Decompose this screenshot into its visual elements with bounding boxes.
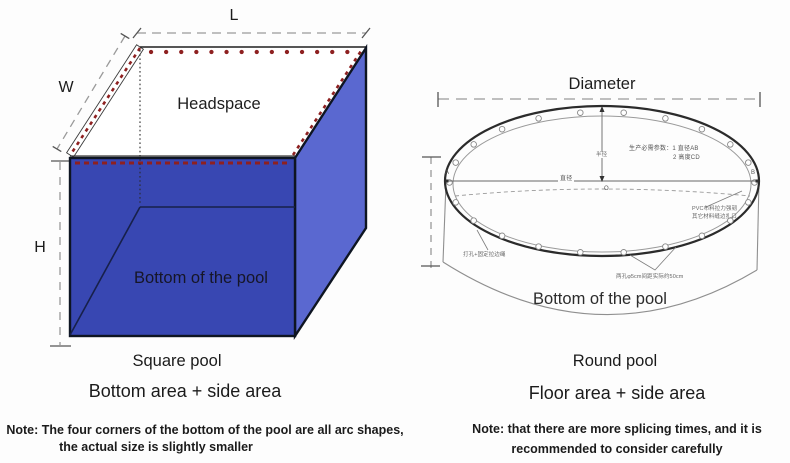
params-note-line1: 生产必需参数：1 直径AB — [629, 146, 699, 152]
cylinder-bottom-edge — [442, 261, 758, 316]
square-bottom-label: Bottom of the pool — [134, 269, 268, 287]
round-pool-formula: Floor area + side area — [528, 383, 706, 403]
grommet-hole — [470, 141, 477, 148]
point-a-label: A — [445, 170, 450, 176]
grommet-hole — [498, 125, 506, 133]
round-pool-note-line1: Note: that there are more splicing times… — [472, 422, 762, 436]
dim-h-label: H — [34, 239, 46, 256]
grommet-hole — [577, 249, 584, 256]
grommet-hole — [727, 141, 734, 148]
square-pool-title: Square pool — [132, 352, 222, 370]
pool-front-wall — [68, 156, 297, 338]
radius-label: 半径 — [594, 152, 610, 159]
square-pool-note-line1: Note: The four corners of the bottom of … — [6, 423, 404, 437]
round-pool-title: Round pool — [572, 352, 658, 370]
grommet-hole — [498, 232, 506, 240]
grommet-hole — [535, 115, 542, 122]
grommet-hole — [620, 249, 627, 256]
round-bottom-label: Bottom of the pool — [533, 290, 667, 308]
grommet-hole — [452, 199, 459, 206]
spacing-note: 两孔φ5cm间距实际约50cm — [616, 274, 684, 280]
grommet-hole — [662, 243, 669, 250]
grommet-hole — [452, 159, 459, 166]
grommet-hole — [698, 125, 706, 133]
grommet-hole — [577, 109, 584, 116]
left-rim-grommets — [69, 47, 142, 155]
grommet-hole — [470, 217, 477, 224]
grommet-hole — [620, 109, 627, 116]
square-pool-note-line2: the actual size is slightly smaller — [59, 440, 253, 454]
dim-l-label: L — [229, 7, 239, 24]
pvc-note-line2: 其它材料缝边扎口 — [692, 214, 737, 220]
params-note-line2: 2 高度CD — [673, 155, 700, 161]
point-o-label: O — [604, 186, 609, 192]
grommet-ring — [446, 109, 758, 256]
round-pool-drawing — [421, 92, 761, 316]
diameter-label: Diameter — [568, 75, 636, 93]
diameter-line-label: 直径 — [558, 176, 575, 183]
grommet-hole — [662, 115, 669, 122]
pvc-note-line1: PVC布料拉力强韧 — [692, 206, 738, 212]
point-b-label: B — [751, 170, 756, 176]
round-pool-note-line2: recommended to consider carefully — [511, 442, 723, 456]
w-dimension-line — [56, 35, 126, 150]
grommet-note: 打孔+固定拉边绳 — [463, 252, 506, 258]
square-pool-formula: Bottom area + side area — [88, 381, 282, 401]
grommet-hole — [727, 217, 734, 224]
grommet-hole — [535, 243, 542, 250]
grommet-hole — [745, 199, 752, 206]
grommet-hole — [698, 232, 706, 240]
water-surface-line — [454, 188, 751, 197]
dim-w-label: W — [58, 79, 74, 96]
grommet-hole — [745, 159, 752, 166]
headspace-face — [70, 47, 366, 156]
grommet-note-leader — [476, 229, 489, 251]
square-pool-drawing — [50, 27, 371, 347]
spacing-note-leader — [629, 246, 677, 271]
headspace-label: Headspace — [177, 95, 261, 113]
pvc-note-leader — [705, 190, 743, 208]
